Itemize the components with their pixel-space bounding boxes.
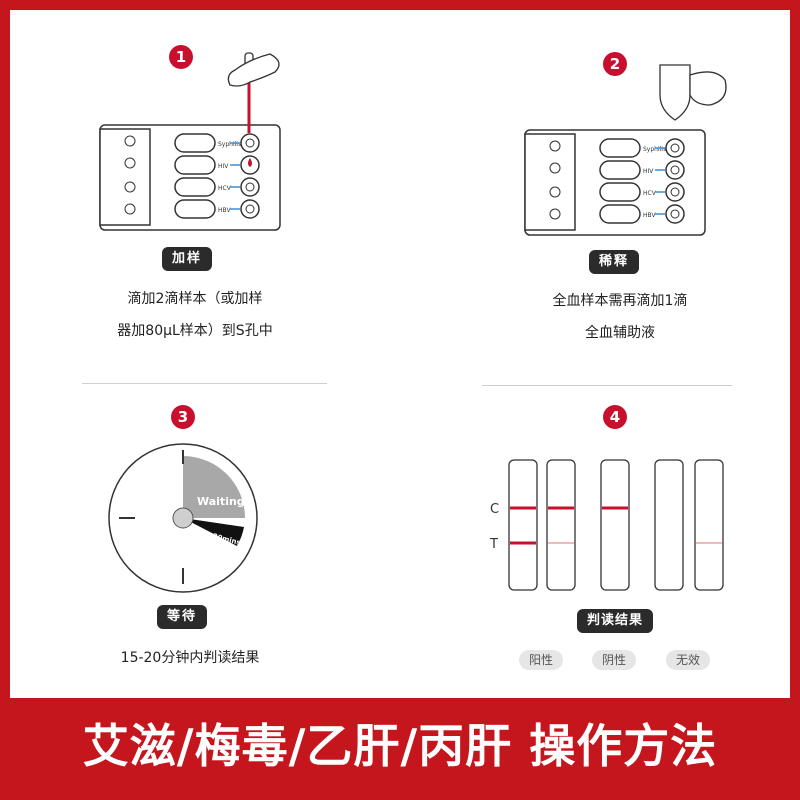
divider-right bbox=[482, 385, 732, 386]
step-2-tag: 稀释 bbox=[589, 250, 640, 274]
step-1-description: 滴加2滴样本（或加样器加80μL样本）到S孔中 bbox=[117, 291, 273, 339]
device-label-hiv: HIV bbox=[218, 163, 229, 170]
strip-negative bbox=[600, 459, 630, 591]
result-strips: C T bbox=[489, 459, 724, 591]
strip-invalid-1 bbox=[654, 459, 684, 591]
step-3-number: 3 bbox=[171, 405, 195, 429]
dropper-hand-icon bbox=[227, 52, 280, 133]
strip-positive-1 bbox=[508, 459, 538, 591]
step-1-tag: 加样 bbox=[162, 247, 213, 271]
step-4-tag: 判读结果 bbox=[577, 609, 654, 633]
result-invalid-pill: 无效 bbox=[666, 650, 711, 670]
line-t-label: T bbox=[489, 537, 498, 552]
step-4-number: 4 bbox=[603, 405, 627, 429]
step-3-tag: 等待 bbox=[157, 605, 208, 629]
strip-positive-2 bbox=[546, 459, 576, 591]
svg-text:HIV: HIV bbox=[643, 168, 654, 175]
line-c-label: C bbox=[490, 502, 499, 517]
timer-label: Waiting bbox=[197, 495, 245, 508]
device-label-hbv: HBV bbox=[218, 207, 231, 214]
step-2-illustration: Syphilis HIV HCV HBV bbox=[524, 64, 727, 236]
step-2-number: 2 bbox=[603, 52, 627, 76]
step-1-illustration: Syphilis HIV HCV HBV bbox=[99, 52, 281, 231]
svg-text:Syphilis: Syphilis bbox=[643, 146, 666, 153]
step-1-number: 1 bbox=[169, 45, 193, 69]
svg-text:HCV: HCV bbox=[643, 190, 657, 197]
device-label-hcv: HCV bbox=[218, 185, 232, 192]
divider-left bbox=[82, 383, 327, 384]
step-2-description: 全血样本需再滴加1滴全血辅助液 bbox=[552, 293, 688, 341]
test-cassette: Syphilis HIV HCV HBV bbox=[99, 124, 281, 231]
result-positive-pill: 阳性 bbox=[519, 650, 564, 670]
test-cassette: Syphilis HIV HCV HBV bbox=[524, 129, 706, 236]
step-3-description: 15-20分钟内判读结果 bbox=[120, 650, 260, 666]
device-label-syphilis: Syphilis bbox=[218, 141, 241, 148]
result-negative-pill: 阴性 bbox=[592, 650, 637, 670]
svg-text:HBV: HBV bbox=[643, 212, 656, 219]
timer-clock-icon: Waiting 15-20mins bbox=[108, 443, 258, 593]
strip-invalid-2 bbox=[694, 459, 724, 591]
dropper-bottle-icon bbox=[659, 64, 727, 121]
footer-title: 艾滋/梅毒/乙肝/丙肝 操作方法 bbox=[82, 719, 718, 773]
